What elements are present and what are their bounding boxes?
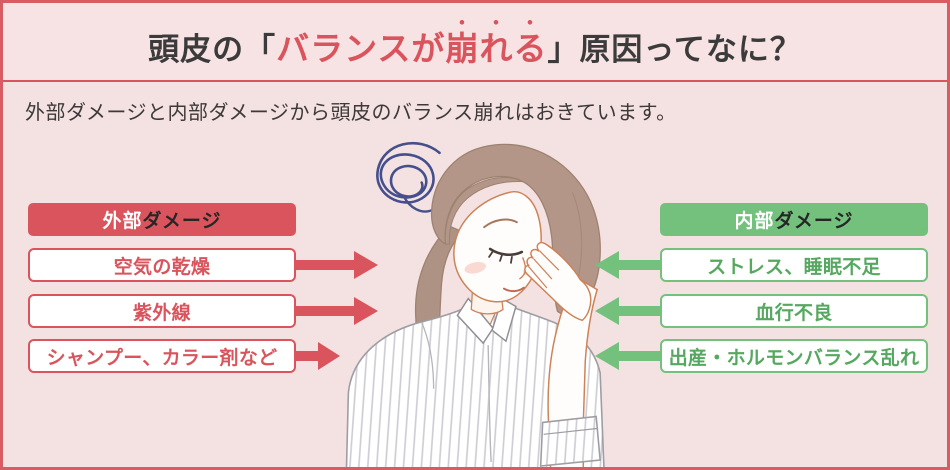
external-item-air-dryness: 空気の乾燥 [28,248,296,282]
eyebrow [483,218,518,229]
external-item-uv-rays: 紫外線 [28,294,296,328]
right-arrow-icon [294,251,378,279]
title-prefix: 頭皮の [148,32,245,67]
woman-hand [524,241,601,467]
right-arrow-icon [294,297,378,325]
external-damage-header: 外部ダメージ [28,203,296,236]
woman-illustration [345,141,605,467]
title-highlight-emphasized: 崩れる [445,32,548,68]
title-highlight: バランスが [276,32,446,68]
right-arrow-icon [294,342,340,370]
mouth [503,286,525,293]
subtitle: 外部ダメージと内部ダメージから頭皮のバランス崩れはおきています。 [25,102,677,124]
internal-header-secondary: ダメージ [774,211,854,232]
title-open-bracket: 「 [244,32,277,67]
internal-item-stress-sleep: ストレス、睡眠不足 [660,248,928,282]
internal-item-hormone-imbalance: 出産・ホルモンバランス乱れ [660,339,928,373]
woman-shirt [345,297,605,467]
left-arrow-icon [595,251,660,279]
page-title: 頭皮の「バランスが崩れる」原因ってなに？ [148,13,802,70]
left-arrow-icon [595,342,660,370]
rolled-cuff [539,415,601,467]
scribble-icon [376,141,441,213]
title-suffix: 原因ってなに？ [579,32,802,67]
external-header-secondary: ダメージ [142,211,222,232]
header-band: 頭皮の「バランスが崩れる」原因ってなに？ [3,3,947,82]
external-item-shampoo-color: シャンプー、カラー剤など [28,339,296,373]
internal-header-primary: 内部 [734,211,775,232]
external-header-primary: 外部 [102,211,143,232]
internal-damage-header: 内部ダメージ [660,203,928,236]
title-close-bracket: 」 [547,32,580,67]
left-arrow-icon [595,297,660,325]
woman-face [444,176,542,303]
internal-item-poor-circulation: 血行不良 [660,294,928,328]
